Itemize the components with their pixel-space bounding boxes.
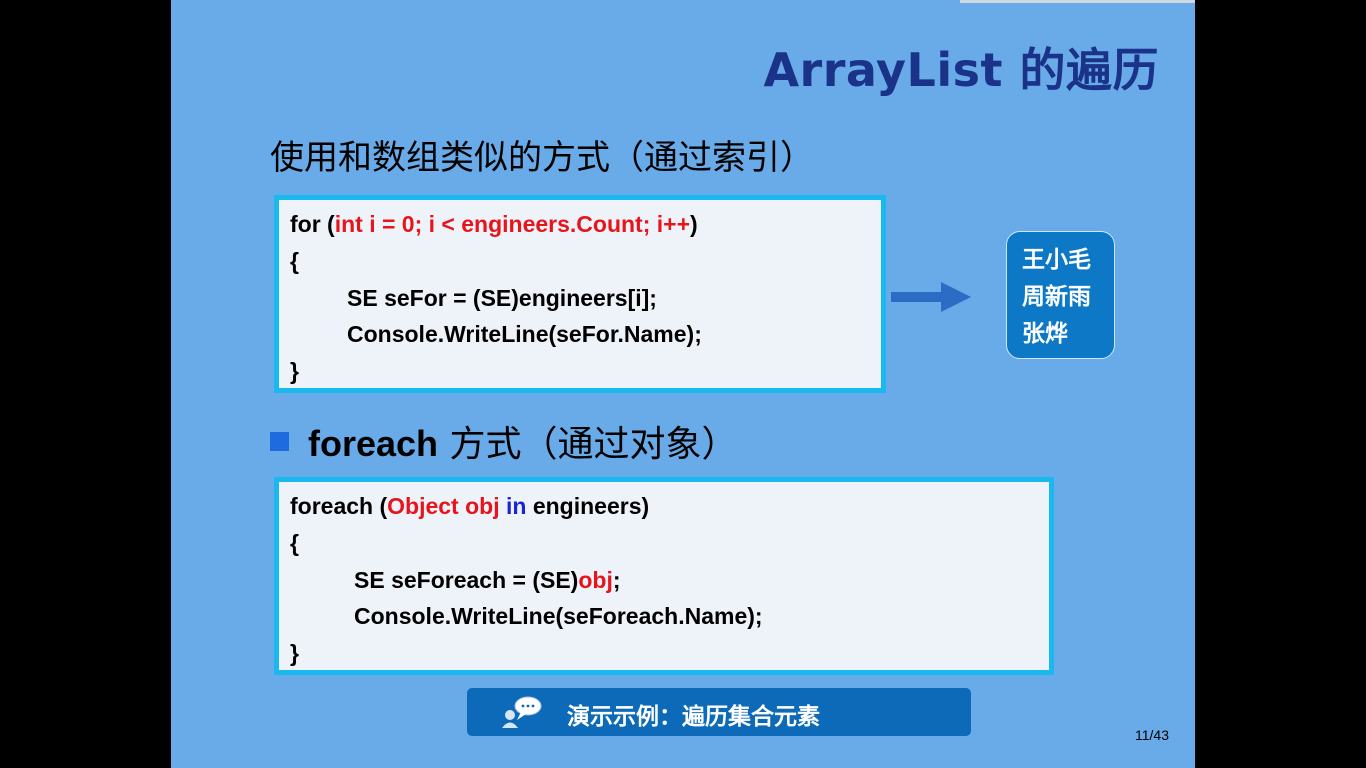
code-text: foreach ( [290,493,388,519]
code-text: engineers) [526,493,650,519]
demo-example-label: 演示示例：遍历集合元素 [567,704,820,730]
code-line: } [290,358,299,384]
code-text: ) [690,211,698,237]
speech-bubble-person-icon [502,696,542,728]
code-block-for: for (int i = 0; i < engineers.Count; i++… [274,195,886,393]
code-line: SE seForeach = (SE)obj; [354,567,621,594]
subtitle-keyword: foreach [308,423,439,464]
top-bar-decoration [960,0,1195,3]
demo-example-button[interactable]: 演示示例：遍历集合元素 [467,688,971,736]
slide-title: ArrayList 的遍历 [763,43,1159,97]
code-keyword: obj [578,567,613,593]
code-keyword: Object obj [387,493,500,519]
subtitle-index-method: 使用和数组类似的方式（通过索引） [270,138,814,178]
slide: ArrayList 的遍历 使用和数组类似的方式（通过索引） for (int … [171,0,1195,768]
bullet-square [270,432,289,451]
code-keyword: in [499,493,527,519]
code-line: SE seFor = (SE)engineers[i]; [347,285,657,311]
code-text: ; [612,567,621,593]
code-keyword: int i = 0; i < engineers.Count; i++ [334,211,691,237]
output-name: 张烨 [1022,321,1068,347]
code-line: { [290,248,299,274]
output-name: 周新雨 [1022,284,1091,310]
output-names-box: 王小毛 周新雨 张烨 [1006,231,1115,359]
page-number: 11/43 [1135,727,1169,743]
code-line: foreach (Object obj in engineers) [290,493,649,520]
code-text: SE seForeach = (SE) [354,567,579,593]
right-arrow-icon [891,282,971,312]
code-line: Console.WriteLine(seForeach.Name); [354,603,763,629]
code-line: Console.WriteLine(seFor.Name); [347,321,702,347]
code-block-foreach: foreach (Object obj in engineers) { SE s… [274,477,1054,675]
code-text: for ( [290,211,335,237]
code-line: } [290,640,299,666]
output-name: 王小毛 [1022,247,1091,273]
code-line: { [290,530,299,556]
subtitle-text: 方式（通过对象） [438,424,738,465]
code-line: for (int i = 0; i < engineers.Count; i++… [290,211,698,238]
subtitle-foreach-method: foreach 方式（通过对象） [308,415,738,467]
